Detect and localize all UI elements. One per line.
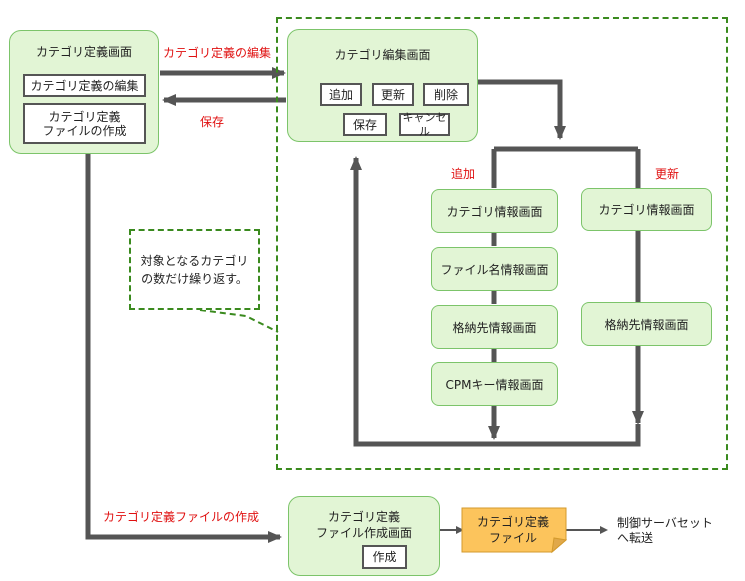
category-definition-screen: カテゴリ定義画面 カテゴリ定義の編集 カテゴリ定義 ファイルの作成 bbox=[9, 30, 159, 154]
save-button[interactable]: 保存 bbox=[343, 113, 387, 136]
repeat-region bbox=[276, 17, 728, 470]
label-update-branch: 更新 bbox=[655, 167, 680, 181]
arrow-create-file bbox=[85, 152, 282, 543]
file-creation-screen: カテゴリ定義 ファイル作成画面 作成 bbox=[288, 496, 440, 576]
add-storage-info-screen: 格納先情報画面 bbox=[431, 305, 558, 349]
loop-back-arrow bbox=[350, 156, 641, 447]
category-definition-file: カテゴリ定義 ファイル bbox=[476, 515, 549, 545]
file-document-shape bbox=[461, 507, 568, 554]
update-button[interactable]: 更新 bbox=[372, 83, 414, 106]
label-save: 保存 bbox=[200, 115, 225, 129]
transfer-to-control-server: 制御サーバセット へ転送 bbox=[617, 516, 713, 545]
create-button[interactable]: 作成 bbox=[362, 545, 407, 569]
category-definition-screen-title: カテゴリ定義画面 bbox=[35, 45, 132, 59]
category-edit-screen-title: カテゴリ編集画面 bbox=[334, 48, 431, 62]
file-creation-screen-title: カテゴリ定義 ファイル作成画面 bbox=[315, 510, 412, 540]
update-storage-info-screen: 格納先情報画面 bbox=[581, 302, 712, 346]
add-filename-info-screen: ファイル名情報画面 bbox=[431, 247, 558, 291]
category-edit-screen: カテゴリ編集画面 追加 更新 削除 保存 キャンセル bbox=[287, 29, 478, 142]
label-create-file: カテゴリ定義ファイルの作成 bbox=[103, 510, 260, 524]
arrow-edit-to-branch bbox=[478, 79, 566, 140]
add-button[interactable]: 追加 bbox=[320, 83, 362, 106]
callout-tail bbox=[199, 309, 279, 333]
repeat-callout: 対象となるカテゴリ の数だけ繰り返す。 bbox=[129, 229, 260, 310]
cancel-button[interactable]: キャンセル bbox=[399, 111, 450, 138]
edit-category-definition-button[interactable]: カテゴリ定義の編集 bbox=[23, 74, 146, 97]
add-cpm-key-info-screen: CPMキー情報画面 bbox=[431, 362, 558, 406]
create-category-file-button[interactable]: カテゴリ定義 ファイルの作成 bbox=[23, 103, 146, 144]
add-category-info-screen: カテゴリ情報画面 bbox=[431, 189, 558, 233]
delete-button[interactable]: 削除 bbox=[423, 83, 469, 106]
label-add-branch: 追加 bbox=[451, 167, 476, 181]
update-category-info-screen: カテゴリ情報画面 bbox=[581, 188, 712, 231]
label-to-edit: カテゴリ定義の編集 bbox=[163, 46, 272, 60]
